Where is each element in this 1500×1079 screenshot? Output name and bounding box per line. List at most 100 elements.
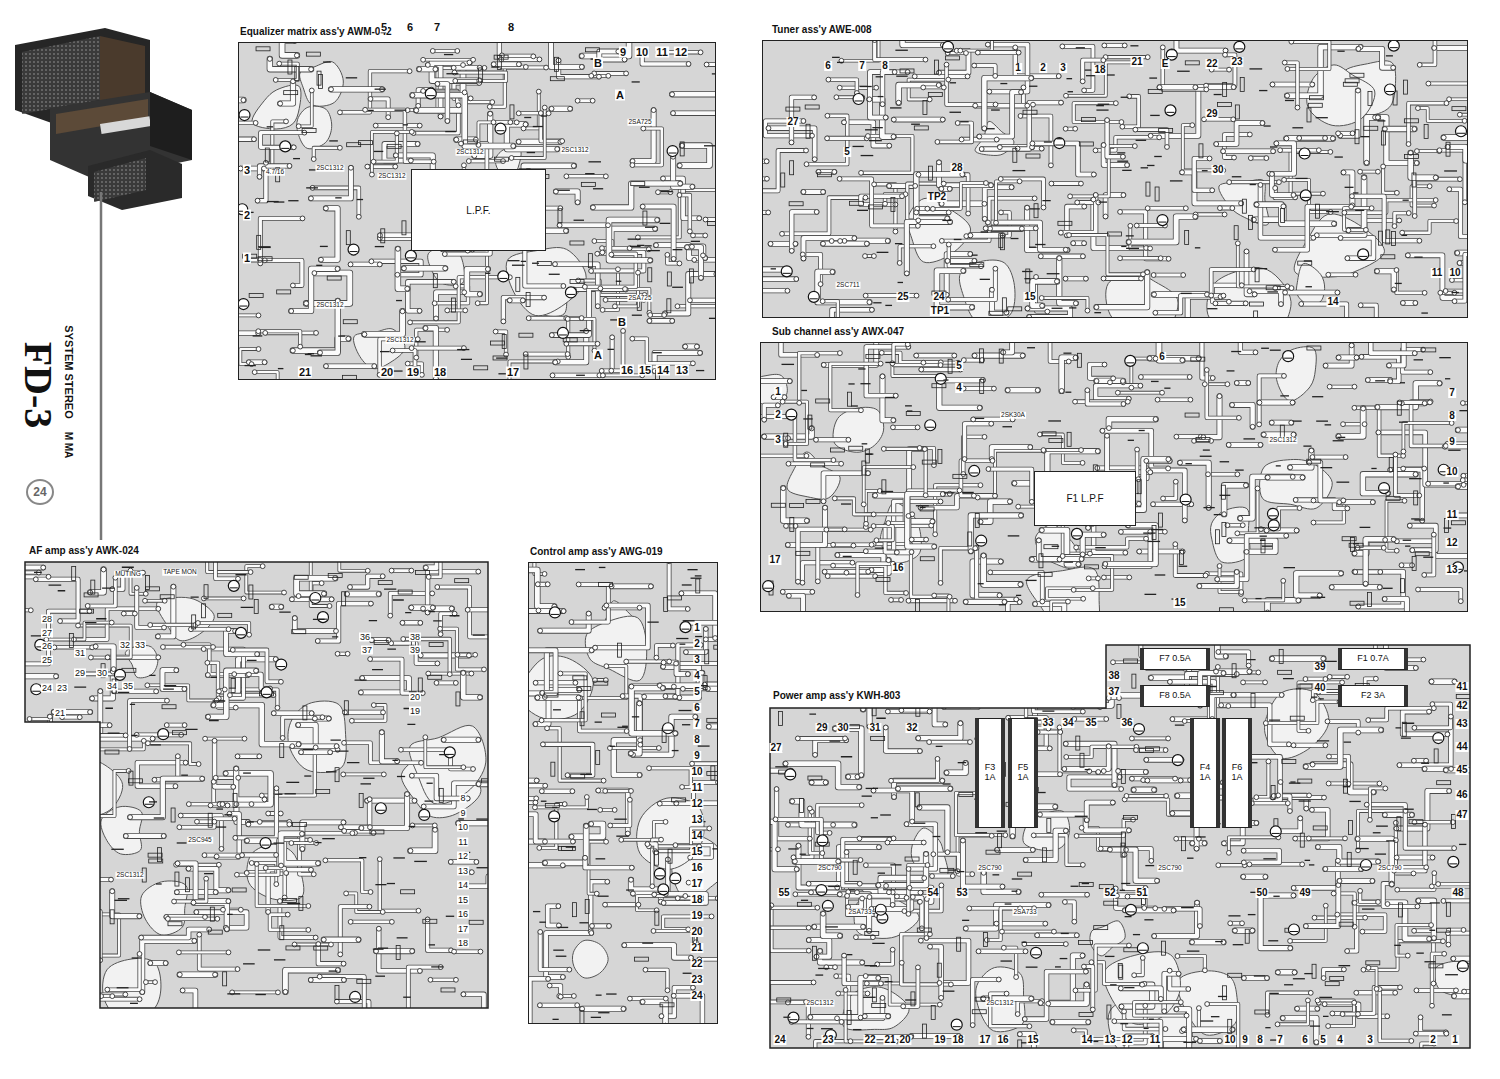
solder-pad xyxy=(1381,164,1386,169)
solder-pad xyxy=(985,42,990,47)
solder-pad xyxy=(814,210,819,215)
solder-pad xyxy=(1392,224,1397,229)
solder-pad xyxy=(273,78,278,83)
solder-pad xyxy=(565,317,570,322)
resistor-symbol xyxy=(479,68,483,82)
solder-pad xyxy=(872,182,877,187)
pcb-trace xyxy=(1367,117,1378,162)
silkscreen-mark xyxy=(1255,268,1267,269)
solder-pad xyxy=(368,97,373,102)
solder-pad xyxy=(371,159,376,164)
pcb-trace xyxy=(782,198,865,234)
pcb-trace xyxy=(1062,46,1093,90)
solder-pad xyxy=(487,104,492,109)
solder-pad xyxy=(1091,172,1096,177)
transistor-symbol xyxy=(565,287,576,298)
solder-pad xyxy=(263,330,268,335)
trace-outline xyxy=(740,151,806,191)
pcb-trace xyxy=(1223,149,1273,153)
pcb-trace xyxy=(1015,47,1058,76)
solder-pad xyxy=(937,160,942,165)
resistor-symbol xyxy=(1404,80,1408,94)
trace-outline xyxy=(979,92,1021,136)
pcb-trace xyxy=(1155,296,1223,313)
resistor-symbol xyxy=(1023,110,1037,114)
pcb-trace xyxy=(1066,62,1138,95)
silkscreen-mark xyxy=(1012,170,1025,171)
solder-pad xyxy=(1289,286,1294,291)
resistor-symbol xyxy=(570,241,584,245)
tuning-dial xyxy=(100,116,151,134)
solder-pad xyxy=(636,270,641,275)
solder-pad xyxy=(1283,290,1288,295)
pcb-trace xyxy=(915,75,968,78)
solder-pad xyxy=(337,145,342,150)
resistor-symbol xyxy=(463,140,477,144)
pcb-trace xyxy=(314,148,340,159)
solder-pad xyxy=(1285,93,1290,98)
solder-pad xyxy=(523,122,528,127)
pcb-trace xyxy=(551,36,582,66)
resistor-symbol xyxy=(265,148,269,162)
silkscreen-mark xyxy=(1068,91,1073,92)
resistor-symbol xyxy=(1081,118,1095,122)
solder-pad xyxy=(1406,211,1411,216)
trace-outline xyxy=(818,272,870,302)
solder-pad xyxy=(1252,292,1257,297)
silkscreen-mark xyxy=(267,201,279,202)
silkscreen-mark xyxy=(1249,68,1262,69)
solder-pad xyxy=(549,333,554,338)
solder-pad xyxy=(591,205,596,210)
pcb-trace xyxy=(875,40,926,60)
silkscreen-mark xyxy=(1098,104,1110,105)
silkscreen-mark xyxy=(771,268,776,269)
resistor-symbol xyxy=(999,234,1003,248)
trace-outline xyxy=(320,301,338,353)
resistor-symbol xyxy=(570,280,584,284)
solder-pad xyxy=(990,287,995,292)
solder-pad xyxy=(220,331,225,336)
solder-pad xyxy=(471,57,476,62)
solder-pad xyxy=(1119,120,1124,125)
solder-pad xyxy=(534,31,539,36)
solder-pad xyxy=(1118,256,1123,261)
solder-pad xyxy=(475,301,480,306)
pcb-trace xyxy=(978,51,1019,54)
solder-pad xyxy=(1127,94,1132,99)
resistor-symbol xyxy=(914,126,928,130)
trace-outline xyxy=(939,51,968,73)
trace-outline xyxy=(823,301,885,347)
trace-outline xyxy=(512,108,545,158)
silkscreen-mark xyxy=(672,287,683,288)
pcb-trace xyxy=(1340,91,1358,136)
trace-outline xyxy=(840,179,918,226)
transistor-symbol xyxy=(1299,148,1310,159)
solder-pad xyxy=(1282,177,1287,182)
pcb-trace xyxy=(374,133,397,161)
pcb-trace xyxy=(1411,153,1436,178)
solder-pad xyxy=(454,137,459,142)
solder-pad xyxy=(893,229,898,234)
trace-outline xyxy=(376,123,420,128)
solder-pad xyxy=(1480,261,1485,266)
solder-pad xyxy=(1311,235,1316,240)
trace-outline xyxy=(602,337,612,371)
trace-outline xyxy=(875,40,926,60)
solder-pad xyxy=(804,148,809,153)
solder-pad xyxy=(1091,197,1096,202)
solder-pad xyxy=(252,137,257,142)
trace-outline xyxy=(258,331,300,346)
solder-pad xyxy=(670,92,675,97)
silkscreen-mark xyxy=(1170,180,1183,181)
solder-pad xyxy=(914,293,919,298)
silkscreen-mark xyxy=(1117,152,1125,153)
solder-pad xyxy=(699,275,704,280)
silkscreen-mark xyxy=(1177,71,1190,72)
silkscreen-mark xyxy=(1149,77,1157,78)
solder-pad xyxy=(595,251,600,256)
solder-pad xyxy=(1221,149,1226,154)
silkscreen-mark xyxy=(293,158,300,159)
solder-pad xyxy=(1244,249,1249,254)
solder-pad xyxy=(741,198,746,203)
trace-outline xyxy=(280,81,293,103)
